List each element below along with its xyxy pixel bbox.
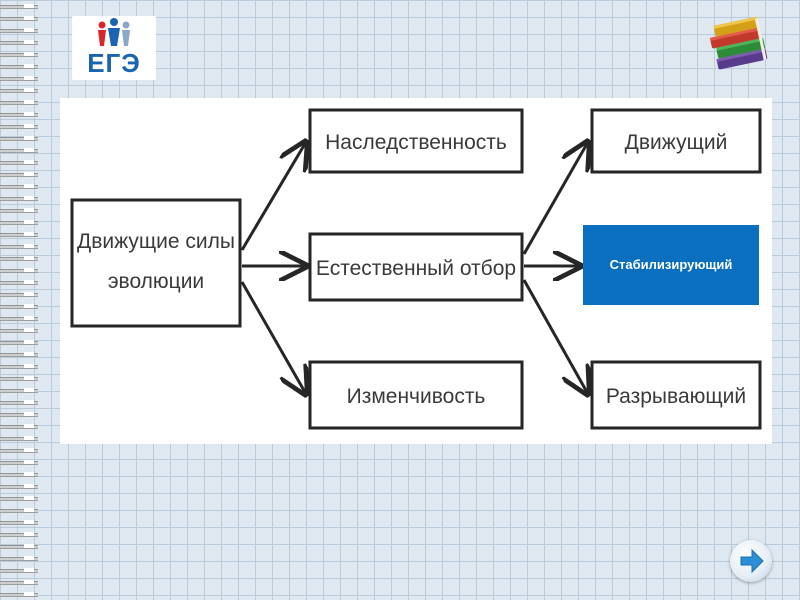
- arrow-selection-to-disruptive: [524, 280, 588, 394]
- root-box: [72, 200, 240, 326]
- arrow-selection-to-driving: [524, 142, 588, 254]
- form-driving-label: Движущий: [625, 131, 728, 154]
- factor-heredity-label: Наследственность: [325, 131, 507, 154]
- logo-figures-icon: [72, 16, 156, 50]
- factor-natural-selection-label: Естественный отбор: [316, 257, 516, 280]
- books-icon: [706, 14, 772, 76]
- form-disruptive-label: Разрывающий: [606, 385, 746, 408]
- arrow-root-to-heredity: [242, 142, 306, 250]
- logo-text: ЕГЭ: [72, 48, 156, 79]
- stabilizing-highlight-box: Стабилизирующий: [583, 225, 759, 305]
- factor-variability-label: Изменчивость: [347, 385, 486, 408]
- ege-logo: ЕГЭ: [72, 16, 156, 80]
- arrow-right-icon: [730, 540, 772, 582]
- arrow-root-to-variability: [242, 282, 306, 394]
- root-label-line-2: эволюции: [108, 270, 204, 293]
- notebook-spiral-holes: [24, 0, 34, 600]
- root-label-line-1: Движущие силы: [77, 230, 235, 253]
- next-slide-button[interactable]: [730, 540, 772, 582]
